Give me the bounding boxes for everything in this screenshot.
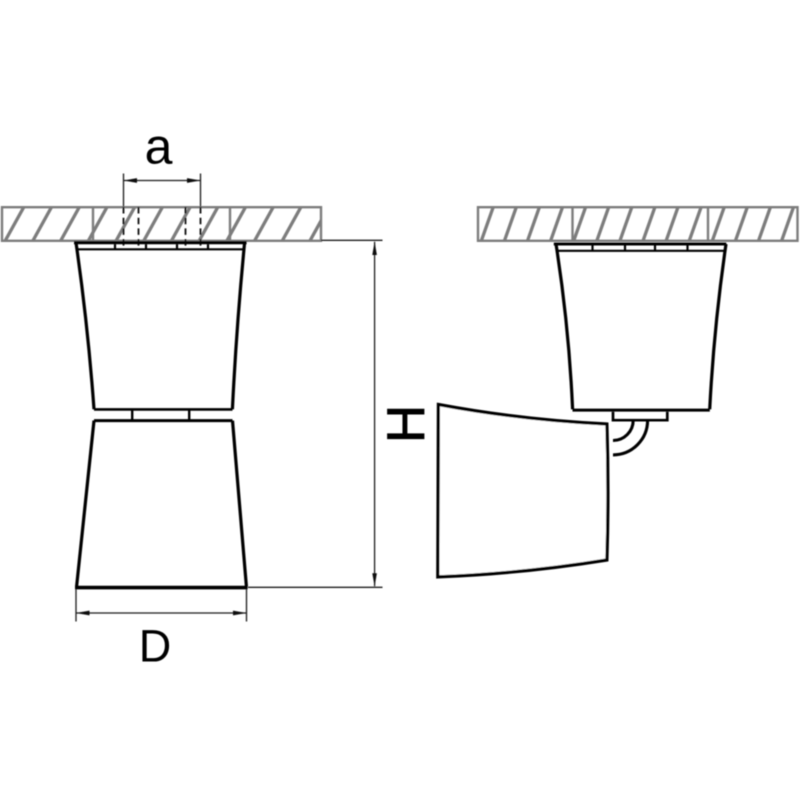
svg-text:D: D: [139, 621, 172, 672]
svg-text:H: H: [377, 405, 436, 443]
svg-text:a: a: [145, 118, 173, 174]
